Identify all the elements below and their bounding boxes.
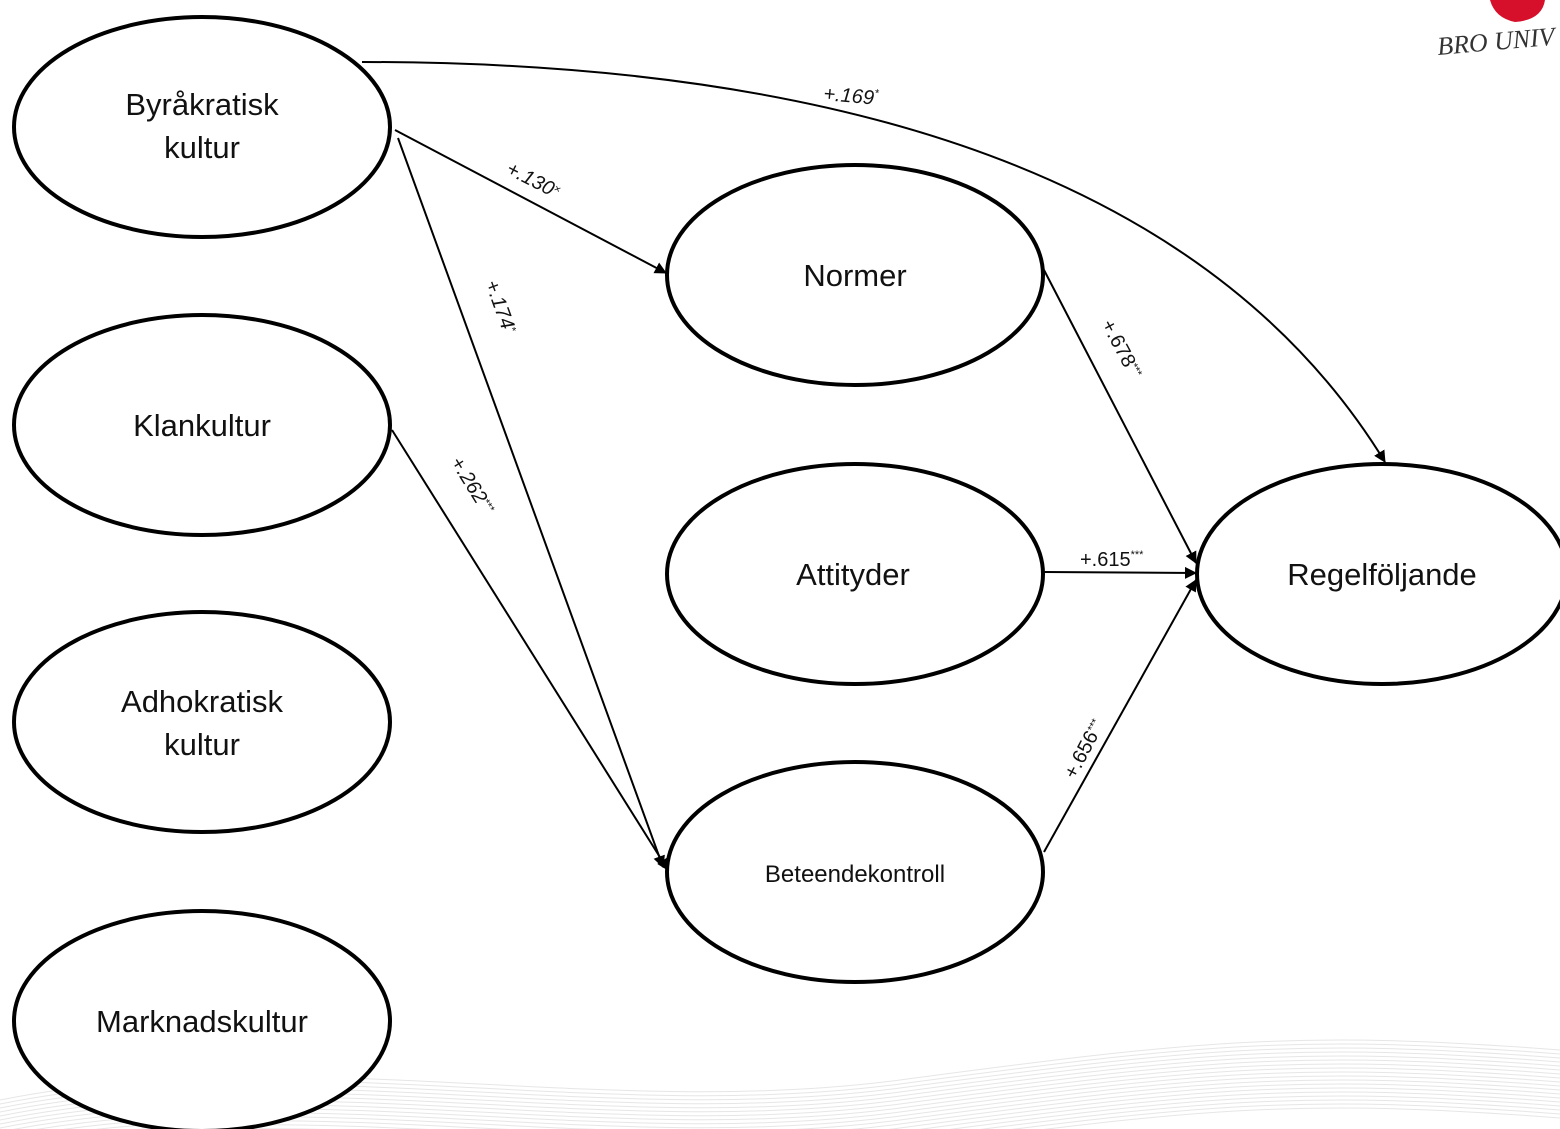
edge-byrakratisk-regelfoljande [361,61,1386,463]
edge-byrakratisk-normer [394,129,667,274]
watermark-wave-line [949,1095,1560,1129]
label-attityder-regelfoljande: +.615*** [1080,549,1144,571]
node-marknadskultur: Marknadskultur [12,909,392,1129]
node-label: Klankultur [133,408,271,443]
node-label-line-1: Byråkratisk [125,87,279,122]
node-label: Marknadskultur [96,1004,308,1039]
label-byrakratisk-regelfoljande: +.169* [823,83,880,110]
edges [361,61,1386,871]
node-label: Normer [803,258,906,293]
logo-crest-shape [1490,0,1545,22]
node-label-line-1: Adhokratisk [121,684,283,719]
edge-attityder-regelfoljande [1043,566,1197,579]
edge-beteendekontroll-regelfoljande [1043,579,1197,853]
label-byrakratisk-beteendekontroll: +.174* [480,277,520,337]
watermark-wave-line [1043,1107,1560,1129]
logo-text: BRO UNIV [1436,22,1559,61]
node-label-line-2: kultur [164,130,240,165]
university-logo: BRO UNIV [1436,0,1559,61]
node-attityder: Attityder [665,462,1045,686]
node-regelfoljande: Regelföljande [1195,462,1560,686]
node-normer: Normer [665,163,1045,387]
watermark-wave-line [1011,1103,1560,1129]
node-label-line-2: kultur [164,727,240,762]
label-byrakratisk-normer: +.130× [503,158,564,204]
edge-normer-regelfoljande [1043,269,1197,564]
node-label: Regelföljande [1287,557,1477,592]
node-adhokratisk-kultur: Adhokratisk kultur [12,610,392,834]
node-klankultur: Klankultur [12,313,392,537]
node-beteendekontroll: Beteendekontroll [665,760,1045,984]
edge-klankultur-beteendekontroll [391,429,669,871]
label-klankultur-beteendekontroll: +.262*** [446,453,499,519]
edge-byrakratisk-beteendekontroll [397,137,665,868]
watermark-wave-line [979,1099,1560,1129]
node-label: Attityder [796,557,910,592]
node-label: Beteendekontroll [765,861,945,888]
node-byrakratisk-kultur: Byråkratisk kultur [12,15,392,239]
label-normer-regelfoljande: +.678*** [1097,316,1147,383]
